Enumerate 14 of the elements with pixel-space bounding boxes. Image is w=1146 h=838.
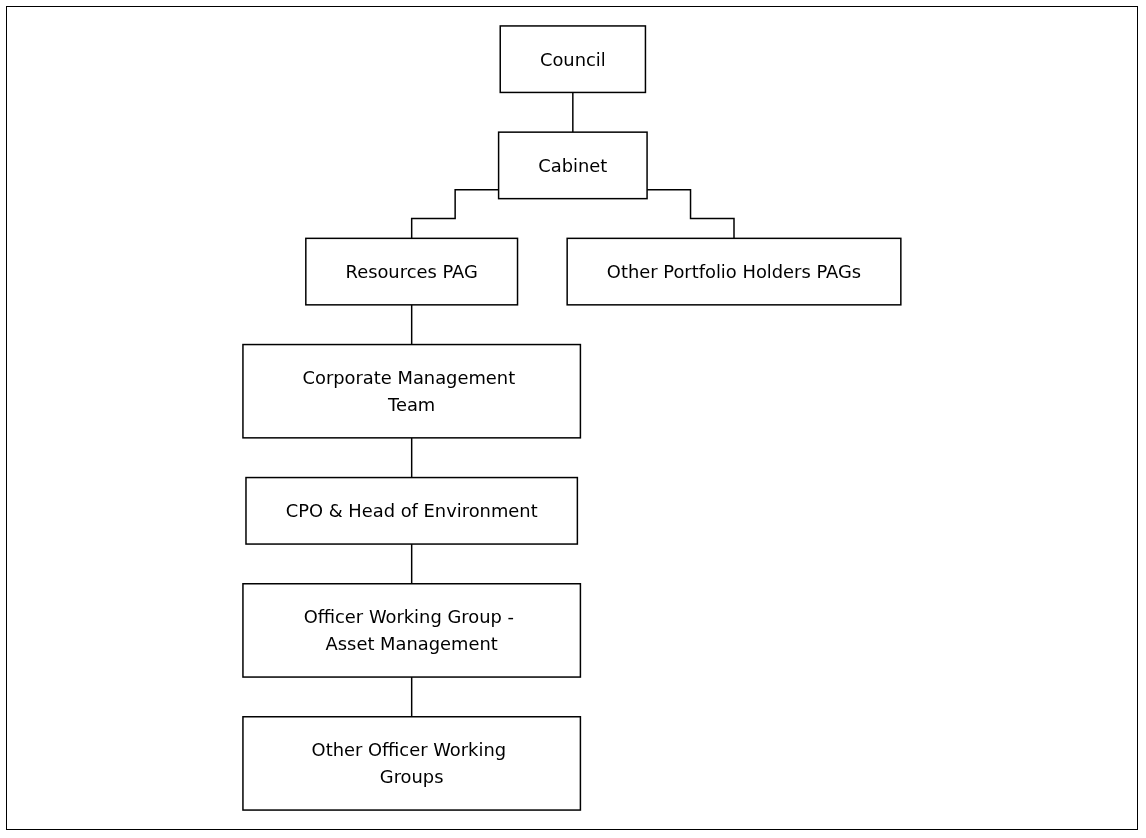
node-box	[566, 237, 902, 306]
node-box	[242, 716, 582, 811]
node-box	[245, 476, 579, 545]
node-box	[497, 131, 648, 200]
diagram-frame: Council Cabinet Resources PAG Other Portfolio Holders PAGs Corporate Management Team CPO & Head of Environment Officer Working Group - Asset Management Other Officer Working Groups	[6, 6, 1138, 830]
connector	[411, 437, 413, 479]
connector	[572, 91, 574, 133]
connector	[411, 543, 413, 585]
node-box	[499, 25, 647, 94]
connector	[411, 676, 413, 718]
node-box	[242, 343, 582, 439]
connector	[411, 304, 413, 346]
node-box	[305, 237, 519, 306]
node-box	[242, 583, 582, 678]
